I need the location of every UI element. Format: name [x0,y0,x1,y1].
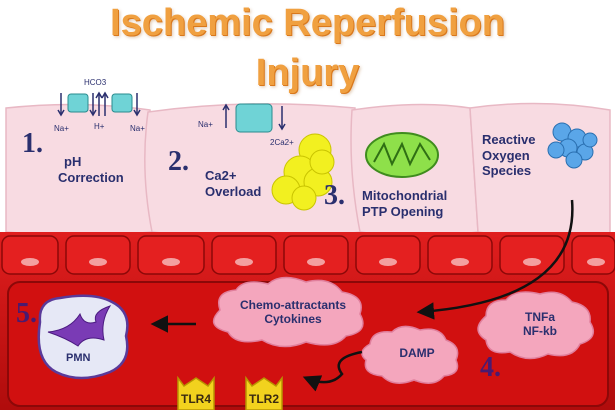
exchanger-icon [111,93,133,113]
receptor-tlr2-label: TLR2 [249,392,279,406]
na-exchanger-label: Na+ [198,120,213,129]
tnf-cloud [477,291,595,360]
receptor-tlr4-label: TLR4 [181,392,211,406]
chemo-cloud-label: Chemo-attractants Cytokines [226,298,360,327]
step-2-number: 2. [168,146,189,177]
red-cell-nuclei [21,258,605,266]
pmn-cell-icon [37,294,129,380]
step-4-number: 4. [480,352,501,383]
ros-label-line-1: Reactive [482,132,536,147]
step-3-number: 3. [324,180,345,211]
title-line-1: Ischemic Reperfusion [110,2,505,44]
step-3-label-line-1: Mitochondrial [362,188,448,203]
chemo-cloud [212,276,364,348]
step-5-number: 5. [16,298,37,329]
damp-cloud [361,325,459,384]
step-3-label: Mitochondrial PTP Opening [362,188,447,219]
exchanger-icon [67,93,89,113]
red-cell-row [1,235,615,275]
calcium-cluster-icon [271,133,335,211]
hco3-label: HCO3 [84,78,107,87]
ros-label: Reactive Oxygen Species [482,132,535,179]
curved-arrow-icon [302,350,363,392]
step-3-label-line-2: PTP Opening [362,203,444,219]
receptor-icon [177,375,215,410]
chemo-label-line-1: Chemo-attractants [239,298,347,312]
tnf-cloud-label: TNFa NF-kb [500,310,580,339]
step-1-label: pH Correction [58,154,124,185]
receptor-icon [245,375,283,410]
curved-arrow-icon [416,199,574,320]
tnf-label-line-2: NF-kb [523,324,557,339]
mitochondrion-icon [365,132,439,178]
step-1-number: 1. [22,128,43,159]
step-1-label-line-2: Correction [58,169,124,185]
na-right-label: Na+ [130,124,145,133]
step-2-label-line-1: Ca2+ [205,168,237,183]
ros-label-line-3: Species [482,163,532,179]
h-plus-label: H+ [94,122,105,131]
na-left-label: Na+ [54,124,69,133]
ca-exchanger-label: 2Ca2+ [270,138,294,147]
damp-cloud-label: DAMP [399,346,435,360]
ph-transporters [57,91,141,117]
ros-label-line-2: Oxygen [482,147,530,163]
step-2-label: Ca2+ Overload [205,168,261,199]
tnf-label-line-1: TNFa [525,310,555,324]
chemo-label-line-2: Cytokines [264,312,322,327]
step-1-label-line-1: pH [64,154,82,169]
title-line-2: Injury [255,52,360,94]
step-2-label-line-2: Overload [205,183,262,199]
ca-transporter [222,103,286,131]
pmn-label: PMN [66,352,91,364]
ros-cluster-icon [547,122,598,169]
exchanger-icon [235,103,273,133]
